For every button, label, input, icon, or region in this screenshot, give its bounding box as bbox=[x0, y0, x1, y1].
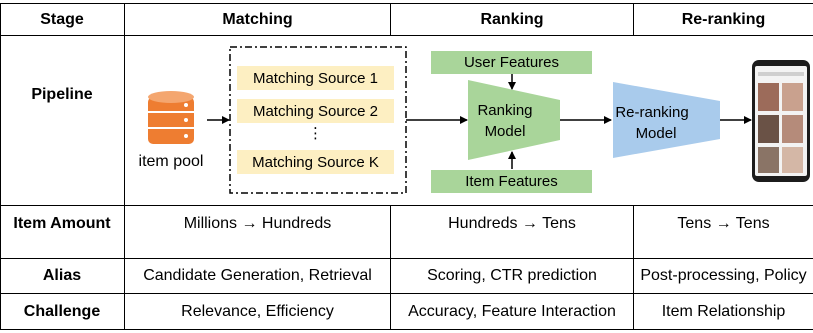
row-label-challenge: Challenge bbox=[23, 302, 101, 320]
matching-source-1: Matching Source 1 bbox=[237, 66, 394, 90]
database-icon bbox=[148, 91, 194, 144]
header-stage: Stage bbox=[40, 10, 84, 28]
item-amount-reranking: Tens → Tens bbox=[677, 215, 770, 232]
alias-reranking: Post-processing, Policy bbox=[640, 267, 807, 284]
ranking-model-label-line2: Model bbox=[484, 123, 526, 140]
challenge-reranking: Item Relationship bbox=[661, 302, 786, 320]
challenge-matching: Relevance, Efficiency bbox=[181, 302, 334, 320]
reranking-model-label-line1: Re-ranking bbox=[615, 104, 689, 121]
matching-source-ellipsis: ⋮ bbox=[308, 125, 323, 142]
user-features-box: User Features bbox=[431, 51, 592, 74]
reranking-model-shape bbox=[613, 82, 720, 158]
reranking-model-label-line2: Model bbox=[635, 125, 677, 142]
item-pool-label: item pool bbox=[138, 153, 204, 170]
matching-source-k: Matching Source K bbox=[237, 150, 394, 174]
ranking-model-label-line1: Ranking bbox=[477, 102, 533, 119]
row-label-alias: Alias bbox=[42, 267, 82, 284]
challenge-ranking: Accuracy, Feature Interaction bbox=[408, 302, 616, 320]
matching-sources-box bbox=[229, 46, 407, 194]
alias-ranking: Scoring, CTR prediction bbox=[427, 267, 597, 284]
header-matching: Matching bbox=[222, 10, 293, 28]
alias-matching: Candidate Generation, Retrieval bbox=[143, 267, 372, 284]
ranking-model-shape bbox=[468, 80, 560, 160]
row-label-pipeline: Pipeline bbox=[31, 86, 93, 103]
matching-source-2: Matching Source 2 bbox=[237, 99, 394, 123]
smartphone-icon bbox=[752, 60, 810, 182]
item-amount-matching: Millions → Hundreds bbox=[183, 215, 332, 232]
header-ranking: Ranking bbox=[480, 10, 544, 28]
item-amount-ranking: Hundreds → Tens bbox=[448, 215, 576, 232]
item-features-box: Item Features bbox=[431, 170, 592, 193]
header-reranking: Re-ranking bbox=[681, 10, 766, 28]
row-label-item-amount: Item Amount bbox=[13, 215, 111, 232]
